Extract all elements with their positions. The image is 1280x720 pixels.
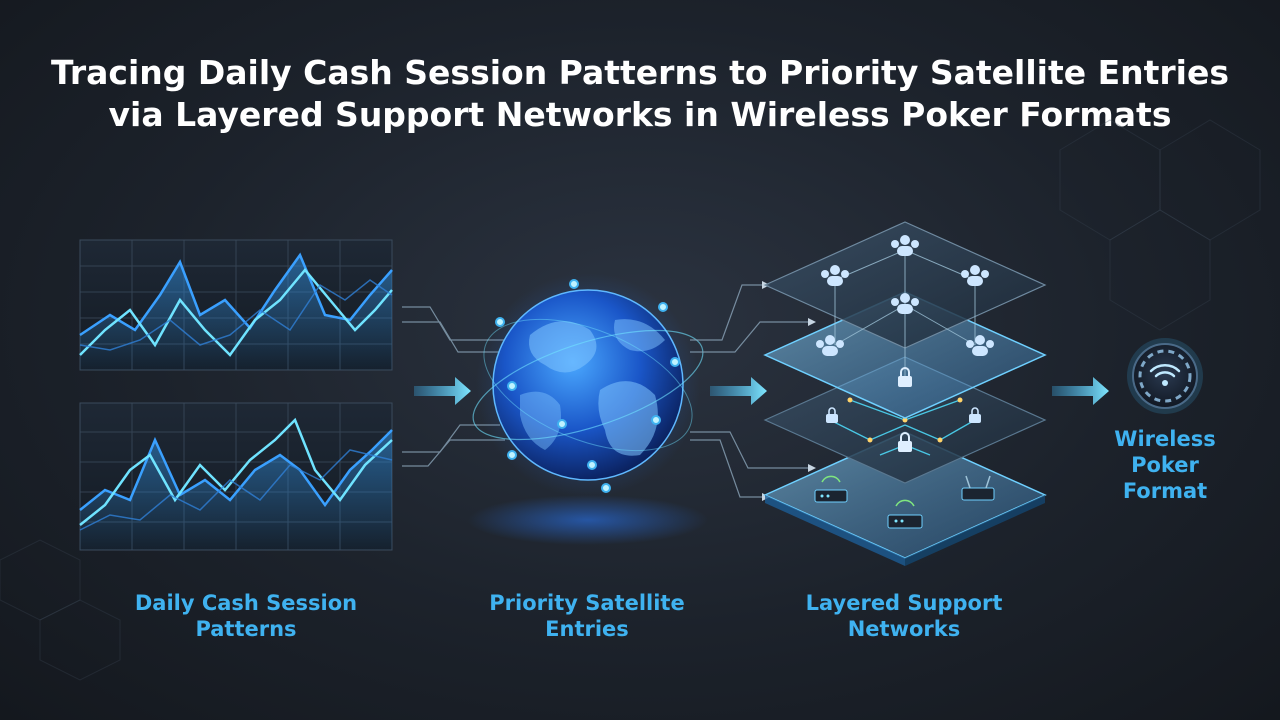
user-group-icon (816, 335, 844, 356)
chart-to-globe-connectors (402, 306, 505, 467)
lock-icon (826, 407, 838, 423)
lock-icon (898, 367, 912, 387)
router-icon (887, 499, 923, 529)
title-line-1: Tracing Daily Cash Session Patterns to P… (50, 53, 1230, 92)
chart-panel-top (79, 239, 393, 371)
wireless-chip-icon (1127, 338, 1203, 414)
user-group-icon (891, 235, 919, 256)
stage-label-priority-satellite: Priority Satellite Entries (489, 591, 685, 641)
background-hex-pattern (0, 119, 1261, 681)
layered-network-icon (763, 221, 1047, 566)
title-line-2: via Layered Support Networks in Wireless… (108, 95, 1172, 134)
user-group-icon (966, 335, 994, 356)
globe-icon (468, 273, 708, 545)
globe-to-layers-connectors (690, 284, 808, 498)
user-group-icon (891, 293, 919, 314)
page-title: Tracing Daily Cash Session Patterns to P… (0, 52, 1280, 136)
chart-series-line (79, 429, 393, 511)
user-group-icon (961, 265, 989, 286)
lock-icon (898, 432, 912, 452)
stage-label-layered-support: Layered Support Networks (805, 591, 1003, 641)
stage-label-wireless-poker: Wireless Poker Format (1114, 427, 1216, 503)
flow-arrow-1 (414, 377, 471, 405)
user-group-icon (821, 265, 849, 286)
chart-panel-bottom (79, 402, 393, 551)
chart-series-line (79, 417, 393, 526)
lock-icon (969, 407, 981, 423)
router-icon (961, 475, 995, 501)
chart-series-line (79, 268, 393, 357)
flow-arrow-3 (1052, 377, 1109, 405)
stage-label-daily-cash: Daily Cash Session Patterns (134, 591, 358, 641)
router-icon (814, 475, 848, 503)
chart-series-line (79, 279, 393, 351)
chart-series-line (79, 449, 393, 531)
chart-area (80, 430, 392, 550)
flow-arrow-2 (710, 377, 767, 405)
